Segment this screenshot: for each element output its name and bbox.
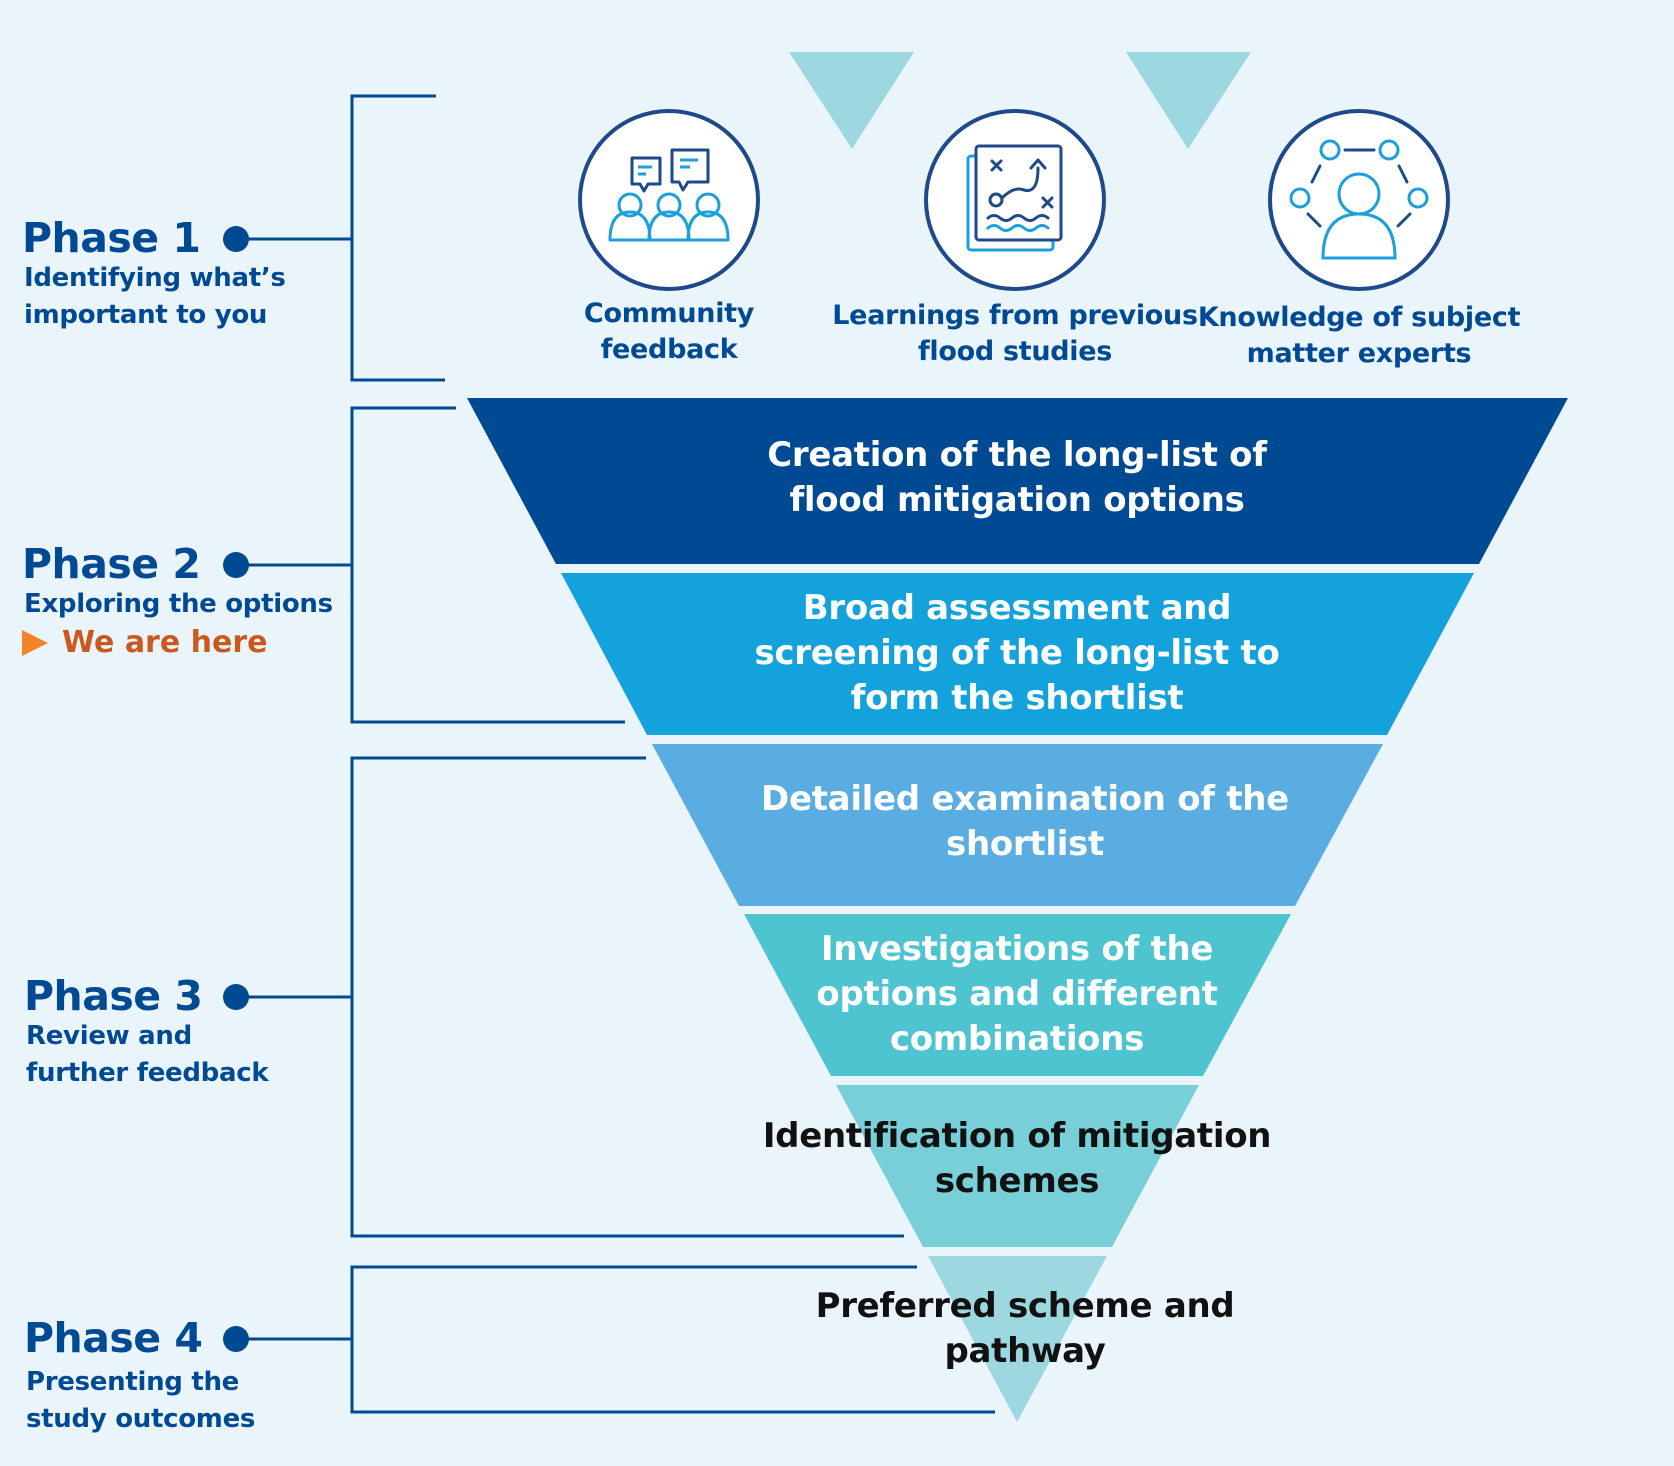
input-arrow-triangle xyxy=(789,52,914,149)
phase-3-title: Phase 3 xyxy=(24,972,203,1020)
band-line: Creation of the long-list of xyxy=(767,435,1267,475)
phase-2-bracket xyxy=(247,406,625,724)
phase-3-subtitle-line-2: further feedback xyxy=(26,1058,269,1088)
caption-line: flood studies xyxy=(917,336,1113,367)
funnel-band-1 xyxy=(467,398,1568,564)
flood-study-map-icon xyxy=(924,109,1106,291)
phase-4-subtitle-line-1: Presenting the xyxy=(26,1367,240,1397)
funnel-band-6-label: Preferred scheme and pathway xyxy=(816,1284,1235,1374)
caption-line: Community xyxy=(583,298,755,329)
phase-2-dot xyxy=(223,552,249,578)
phase-2-subtitle-line-1: Exploring the options xyxy=(24,589,333,619)
we-are-here-marker: We are here xyxy=(22,623,333,663)
caption-line: Knowledge of subject xyxy=(1197,302,1521,333)
funnel-band-6 xyxy=(928,1256,1107,1422)
phase-1-subtitle-line-2: important to you xyxy=(24,300,268,330)
we-are-here-label: We are here xyxy=(62,625,268,660)
phase-3-subtitle-line-1: Review and xyxy=(26,1021,192,1051)
phase-4-bracket xyxy=(247,1265,995,1414)
band-line: Broad assessment and xyxy=(802,588,1232,628)
funnel-band-4-label: Investigations of the options and differ… xyxy=(816,927,1217,1062)
input-arrow-triangle xyxy=(1126,52,1251,149)
expert-network-icon xyxy=(1268,109,1450,291)
play-arrow-icon xyxy=(22,630,48,656)
input-caption-experts: Knowledge of subject matter experts xyxy=(1197,300,1521,372)
band-line: schemes xyxy=(934,1161,1100,1201)
funnel-band-5 xyxy=(836,1085,1199,1247)
funnel-band-5-label: Identification of mitigation schemes xyxy=(762,1114,1272,1204)
phase-3-bracket xyxy=(247,756,904,1238)
funnel-band-3-label: Detailed examination of the shortlist xyxy=(761,777,1289,867)
phase-2-label: Phase 2 Exploring the options We are her… xyxy=(22,542,333,663)
phase-1-label: Phase 1 Identifying what’s important to … xyxy=(22,216,286,334)
band-line: flood mitigation options xyxy=(789,480,1245,520)
phase-1-title: Phase 1 xyxy=(22,214,201,262)
band-line: Investigations of the xyxy=(820,929,1214,969)
phase-4-dot xyxy=(223,1326,249,1352)
phase-2-title: Phase 2 xyxy=(22,540,201,588)
input-caption-community: Community feedback xyxy=(584,296,754,368)
phase-4-title: Phase 4 xyxy=(24,1314,203,1362)
input-caption-flood-studies: Learnings from previous flood studies xyxy=(832,298,1198,370)
band-line: Preferred scheme and xyxy=(815,1286,1235,1326)
caption-line: Learnings from previous xyxy=(832,300,1198,331)
funnel-band-2 xyxy=(561,573,1474,735)
caption-line: matter experts xyxy=(1246,338,1472,369)
band-line: combinations xyxy=(889,1019,1145,1059)
phase-3-dot xyxy=(223,984,249,1010)
phase-1-bracket xyxy=(247,94,445,382)
funnel-band-2-label: Broad assessment and screening of the lo… xyxy=(754,586,1279,721)
band-line: form the shortlist xyxy=(850,678,1184,718)
phase-4-subtitle-line-2: study outcomes xyxy=(26,1404,256,1434)
funnel-band-4 xyxy=(744,914,1291,1076)
phase-1-subtitle-line-1: Identifying what’s xyxy=(24,263,286,293)
funnel-band-3 xyxy=(652,744,1383,906)
band-line: Identification of mitigation xyxy=(762,1116,1272,1156)
community-feedback-icon xyxy=(578,109,760,291)
band-line: options and different xyxy=(816,974,1218,1014)
phase-1-dot xyxy=(223,226,249,252)
phase-4-label: Phase 4 Presenting the study outcomes xyxy=(24,1316,255,1438)
band-line: pathway xyxy=(944,1331,1106,1371)
funnel-band-1-label: Creation of the long-list of flood mitig… xyxy=(767,433,1267,523)
band-line: screening of the long-list to xyxy=(754,633,1280,673)
band-line: Detailed examination of the xyxy=(761,779,1289,819)
caption-line: feedback xyxy=(600,334,738,365)
phase-3-label: Phase 3 Review and further feedback xyxy=(24,972,269,1092)
band-line: shortlist xyxy=(946,824,1104,864)
